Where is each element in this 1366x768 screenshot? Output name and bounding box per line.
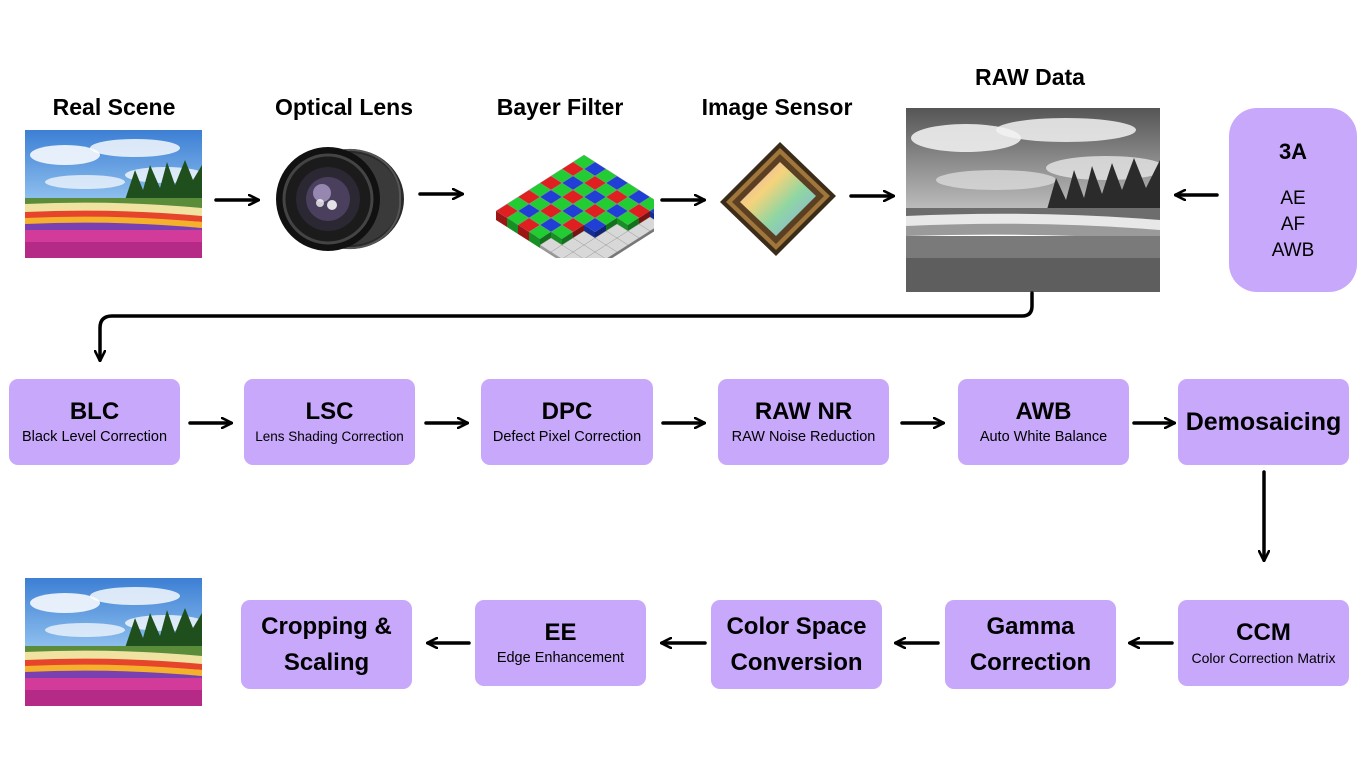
cropping-scaling-line2: Scaling [283,648,370,676]
optical-lens-label: Optical Lens [274,94,414,120]
demosaicing-box: Demosaicing [1178,379,1349,465]
raw-data-label: RAW Data [975,64,1085,90]
real-scene-label: Real Scene [52,94,176,120]
demosaicing-title: Demosaicing [1185,408,1342,436]
awb-subtitle: Auto White Balance [979,428,1108,445]
gamma-correction-box: Gamma Correction [945,600,1116,689]
ee-box: EE Edge Enhancement [475,600,646,686]
three-a-item-af: AF [1280,214,1306,235]
ccm-box: CCM Color Correction Matrix [1178,600,1349,686]
bayer-cell [594,244,618,258]
image-sensor-image [718,140,838,258]
three-a-box: 3A AE AF AWB [1229,108,1357,292]
raw-nr-box: RAW NR RAW Noise Reduction [718,379,889,465]
ccm-title: CCM [1236,618,1291,646]
bayer-cell-side [540,245,551,255]
awb-title: AWB [1015,397,1072,425]
three-a-item-awb: AWB [1271,240,1315,261]
bayer-filter-label: Bayer Filter [496,94,624,120]
color-space-conversion-line2: Conversion [730,648,863,676]
dpc-subtitle: Defect Pixel Correction [492,428,642,445]
bayer-cell [649,208,654,214]
raw-data-image [906,108,1160,292]
bayer-cell-side [650,228,654,234]
bayer-cell-side [518,225,529,241]
blc-title: BLC [69,397,120,425]
ee-subtitle: Edge Enhancement [496,649,625,666]
gamma-correction-line2: Correction [969,648,1092,676]
bayer-cell [572,244,596,258]
blc-subtitle: Black Level Correction [21,428,168,445]
arrow-raw-to-blc [100,291,1034,360]
cropping-scaling-box: Cropping & Scaling [241,600,412,689]
bayer-cell-side [551,252,561,258]
lsc-box: LSC Lens Shading Correction [244,379,415,465]
ee-title: EE [544,618,577,646]
ccm-subtitle: Color Correction Matrix [1191,649,1336,666]
lsc-title: LSC [305,397,354,425]
bayer-cell [563,251,583,258]
three-a-title: 3A [1278,139,1308,164]
raw-nr-title: RAW NR [754,397,853,425]
cropping-scaling-line1: Cropping & [261,612,392,640]
lsc-subtitle: Lens Shading Correction [255,428,404,444]
dpc-box: DPC Defect Pixel Correction [481,379,653,465]
bayer-cell-side [617,245,628,255]
color-space-conversion-box: Color Space Conversion [711,600,882,689]
bayer-cell [585,251,605,258]
bayer-cell-side [496,211,507,227]
image-sensor-label: Image Sensor [701,94,853,120]
optical-lens-image [272,143,406,255]
bayer-cell [550,244,574,258]
output-image [25,578,202,706]
three-a-item-ae: AE [1280,188,1306,209]
bayer-cell-side [628,238,639,248]
blc-box: BLC Black Level Correction [9,379,180,465]
bayer-cell-side [507,218,518,234]
awb-box: AWB Auto White Balance [958,379,1129,465]
real-scene-image [25,130,202,258]
bayer-cell-side [639,231,650,241]
bayer-filter-image [474,140,654,258]
color-space-conversion-line1: Color Space [726,612,867,640]
bayer-cell-side [529,232,540,248]
raw-nr-subtitle: RAW Noise Reduction [731,428,876,445]
gamma-correction-line1: Gamma [986,612,1075,640]
dpc-title: DPC [541,397,593,425]
